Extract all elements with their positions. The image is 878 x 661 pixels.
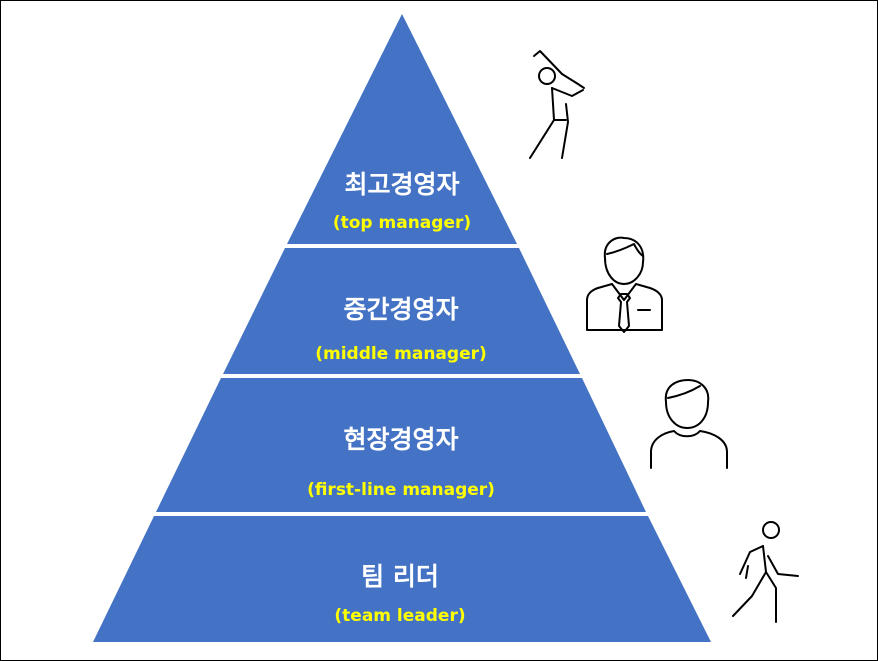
level-title-team-leader: 팀 리더 — [361, 562, 439, 591]
level-title-middle: 중간경영자 — [343, 295, 458, 324]
pyramid-tier-middle — [223, 248, 580, 374]
level-title-top: 최고경영자 — [344, 170, 459, 199]
businessman-icon — [586, 236, 663, 333]
level-subtitle-team-leader: (team leader) — [334, 606, 465, 626]
pyramid-tier-team-leader — [93, 516, 711, 642]
pyramid-labels: 최고경영자 (top manager) 중간경영자 (middle manage… — [307, 170, 495, 626]
level-subtitle-middle: (middle manager) — [315, 344, 487, 364]
level-title-first-line: 현장경영자 — [343, 425, 458, 454]
level-subtitle-first-line: (first-line manager) — [307, 480, 495, 500]
golfer-icon — [529, 50, 585, 159]
level-subtitle-top: (top manager) — [333, 213, 471, 233]
walking-person-icon — [732, 521, 799, 623]
pyramid-tier-top — [287, 14, 517, 244]
pyramid-tier-first-line — [156, 378, 646, 512]
pyramid — [93, 14, 711, 642]
person-icon — [650, 379, 728, 469]
